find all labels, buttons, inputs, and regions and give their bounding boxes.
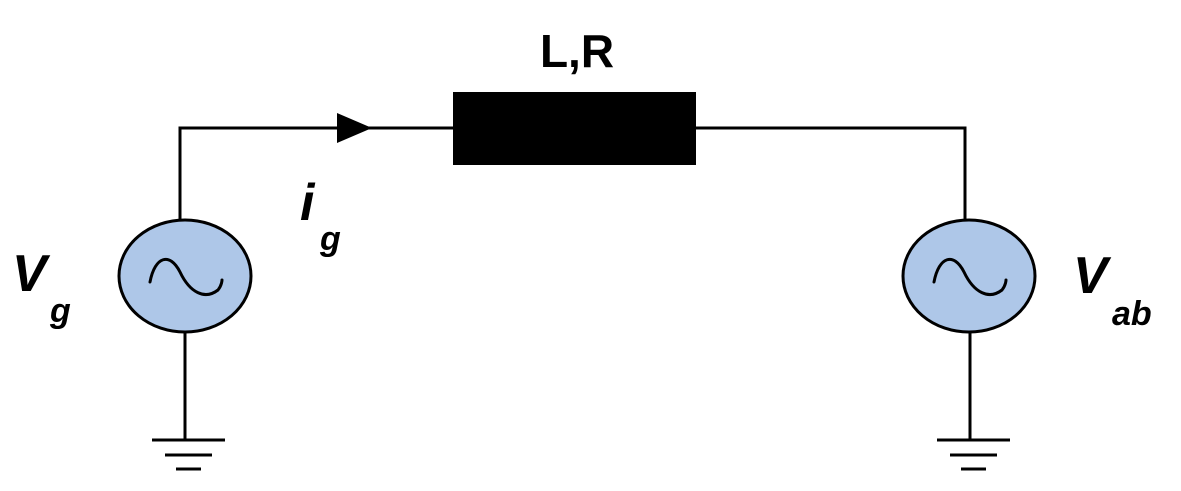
source-right-label-main: V <box>1073 247 1112 305</box>
source-right-label-sub: ab <box>1112 295 1152 333</box>
source-left-label-sub: g <box>49 292 71 330</box>
source-right <box>901 218 1037 334</box>
impedance-block <box>453 92 696 165</box>
impedance-label: L,R <box>540 25 614 77</box>
current-arrow-icon <box>337 113 372 143</box>
sine-wave-icon <box>148 257 224 296</box>
sine-wave-icon <box>932 257 1008 296</box>
circuit-wires <box>178 126 972 440</box>
source-right-circle <box>901 218 1037 334</box>
source-left-label-main: V <box>12 245 51 303</box>
source-left-circle <box>117 218 253 334</box>
current-label-sub: g <box>319 220 341 258</box>
current-label-main: i <box>300 174 316 232</box>
wire-left <box>178 126 455 222</box>
ground-icon <box>152 438 225 471</box>
source-left <box>117 218 253 334</box>
ground-icon <box>937 438 1010 471</box>
wire-right <box>695 126 967 220</box>
